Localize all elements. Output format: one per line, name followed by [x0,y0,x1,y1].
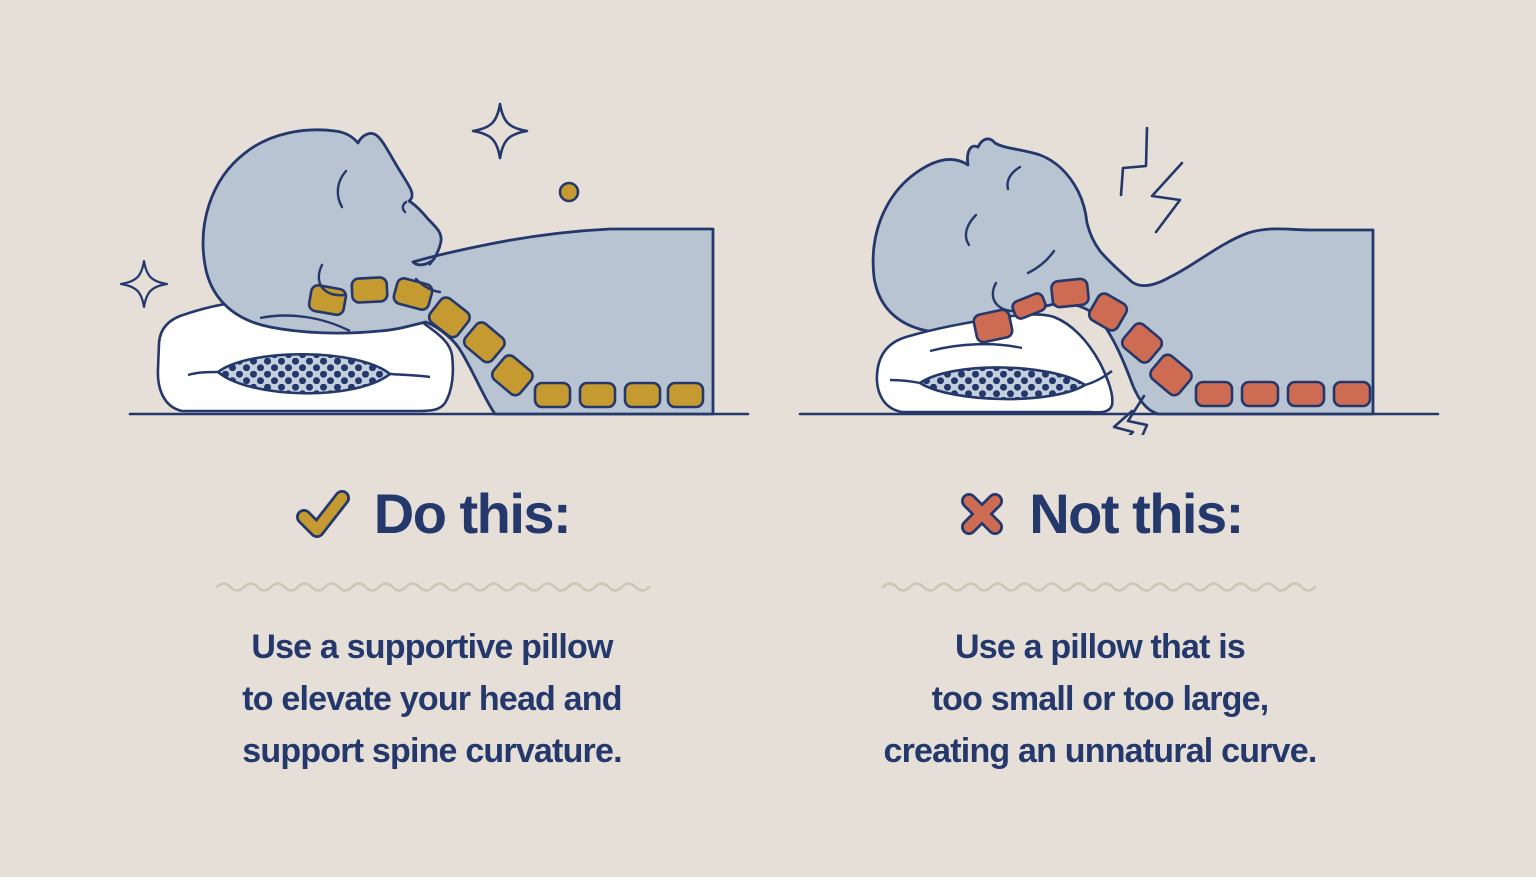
ear-line [317,263,346,297]
sparkle-dot-icon [558,181,580,203]
shoulder-crease [414,277,442,294]
pillow-front-crease [259,314,351,333]
eyebrow-line [336,169,348,209]
pain-zigzag-icon [1150,161,1184,234]
not-this-description: Use a pillow that is too small or too la… [780,621,1420,777]
description-line: creating an unnatural curve. [883,732,1318,770]
vertebra [1087,292,1129,332]
incorrect-posture-illustration [790,85,1450,459]
vertebra [1120,322,1164,364]
vertebra [1332,380,1372,408]
face-details [317,169,442,297]
vertebra [533,381,572,409]
vertebra [307,284,348,317]
vertebra [972,308,1014,344]
vertebra [666,381,705,409]
x-icon [961,493,1004,535]
vertebra [1011,292,1047,320]
description-line: too small or too large, [931,680,1270,718]
pillow-crease-right [1084,370,1113,387]
wavy-divider [215,582,651,592]
pillow-crease-left [187,370,219,377]
do-this-heading: Do this: [373,482,572,545]
vertebra [462,321,506,364]
pillow-crease-left [889,378,921,385]
vertebra [1149,353,1193,397]
check-icon [295,490,350,538]
spine-vertebrae-incorrect [972,277,1372,408]
description-line: support spine curvature. [242,732,622,770]
sparkle-icon [119,259,169,309]
description-line: to elevate your head and [242,680,622,718]
sparkle-icons [119,102,529,309]
incorrect-posture-drawing [798,126,1440,459]
vertebra [1050,277,1090,309]
pillow-crease-right [389,372,431,379]
correct-posture-illustration [110,85,760,435]
correct-posture-drawing [119,102,750,416]
pain-zigzag-icon [1119,126,1149,197]
vertebra [350,276,389,304]
vertebra [623,381,662,409]
nose-line [401,200,408,214]
sleeper-head-and-body [201,128,715,416]
description-line: Use a supportive pillow [251,628,613,666]
vertebra [427,296,471,339]
not-this-heading: Not this: [1029,482,1244,545]
eyebrow-line [964,213,978,247]
jaw-line [1026,249,1056,275]
vertebra [578,381,617,409]
do-this-heading-row: Do this: [112,484,752,544]
do-this-description: Use a supportive pillow to elevate your … [112,621,752,777]
sleeper-head-and-body [871,137,1375,416]
vertebra [490,354,534,397]
vertebra [1194,380,1234,408]
vertebra [1286,380,1326,408]
vertebra [1240,380,1280,408]
wavy-divider [881,582,1317,592]
spine-vertebrae-correct [307,276,705,409]
description-line: Use a pillow that is [954,628,1246,666]
not-this-heading-row: Not this: [780,484,1420,544]
pillow-front-crease [929,342,1023,353]
face-details [964,165,1056,313]
sparkle-icon [471,102,529,160]
hair-line [1006,165,1022,191]
